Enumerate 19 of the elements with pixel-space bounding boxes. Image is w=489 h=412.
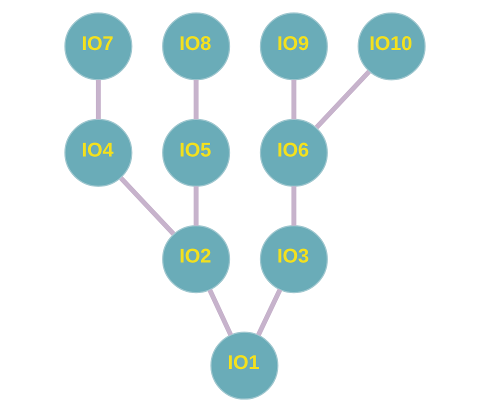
connector <box>290 80 296 120</box>
node-circle: IO9 <box>259 12 328 80</box>
node-circle: IO6 <box>259 118 328 187</box>
connector <box>118 176 175 236</box>
connector <box>314 70 370 130</box>
connector <box>256 288 282 336</box>
node-circle: IO8 <box>162 12 230 80</box>
connector <box>95 80 100 120</box>
node-circle: IO7 <box>64 12 132 80</box>
connector <box>207 289 232 336</box>
connector <box>290 186 296 226</box>
node-circle: IO3 <box>259 225 328 294</box>
node-circle: IO4 <box>64 118 132 187</box>
node-circle: IO2 <box>162 225 230 294</box>
node-circle: IO10 <box>357 12 426 80</box>
node-circle: IO5 <box>162 118 230 187</box>
node-circle: IO1 <box>210 332 278 400</box>
connector <box>193 80 198 120</box>
connector <box>193 186 198 226</box>
